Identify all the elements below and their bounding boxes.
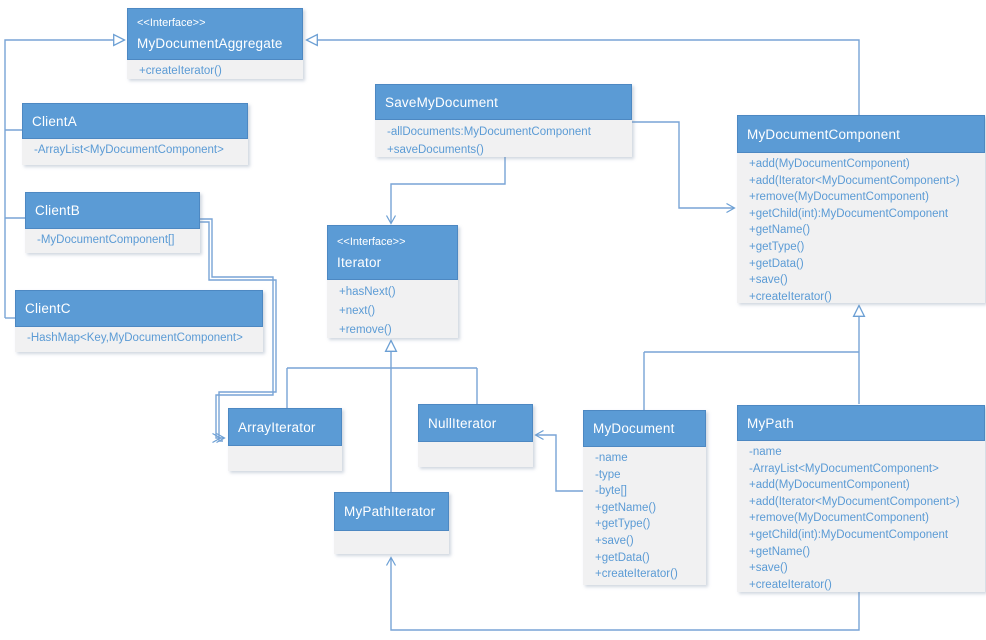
member: +getType() <box>749 240 805 253</box>
member: +createIterator() <box>749 578 832 591</box>
member: +createIterator() <box>749 290 832 303</box>
member: -MyDocumentComponent[] <box>37 234 175 246</box>
class-name: MyPathIterator <box>344 504 436 519</box>
connector-clients-to-aggregate[interactable] <box>4 40 124 319</box>
class-mypathiterator[interactable]: MyPathIterator <box>334 492 449 554</box>
class-header: ArrayIterator <box>228 408 342 446</box>
connector-savemydocument-to-iterator[interactable] <box>385 157 506 225</box>
class-members: -name -type -byte[] +getName() +getType(… <box>583 447 706 585</box>
connector-clients-to-arrayiterator[interactable] <box>200 218 277 444</box>
class-name: SaveMyDocument <box>385 94 499 110</box>
class-mydocumentcomponent[interactable]: MyDocumentComponent +add(MyDocumentCompo… <box>737 115 985 303</box>
member: +add(MyDocumentComponent) <box>749 479 910 492</box>
class-name: MyDocumentComponent <box>747 126 901 142</box>
member: -name <box>749 446 782 458</box>
member: -byte[] <box>595 485 627 498</box>
member: +getName() <box>749 545 811 558</box>
member: -type <box>595 468 621 481</box>
member: +remove(MyDocumentComponent) <box>749 512 929 525</box>
class-name: MyPath <box>747 415 794 431</box>
class-header: ClientC <box>15 290 263 327</box>
connector-component-generalization-tree[interactable] <box>643 306 859 410</box>
class-members: +hasNext() +next() +remove() <box>327 280 458 338</box>
class-name: ClientC <box>25 301 71 316</box>
class-members <box>334 531 449 554</box>
class-name: MyDocument <box>593 421 675 436</box>
class-header: MyDocument <box>583 410 706 447</box>
class-header: ClientA <box>22 103 248 139</box>
member: +remove() <box>339 324 392 336</box>
class-name: ClientA <box>32 113 77 129</box>
member: +remove(MyDocumentComponent) <box>749 191 929 204</box>
class-header: MyPathIterator <box>334 492 449 531</box>
class-header: <<Interface>> MyDocumentAggregate <box>127 8 303 60</box>
member: +getChild(int):MyDocumentComponent <box>749 528 949 541</box>
member: +getChild(int):MyDocumentComponent <box>749 207 949 220</box>
member: +hasNext() <box>339 286 396 298</box>
member: +add(MyDocumentComponent) <box>749 158 910 170</box>
class-members: -allDocuments:MyDocumentComponent +saveD… <box>375 120 632 157</box>
member: -HashMap<Key,MyDocumentComponent> <box>27 332 243 344</box>
class-name: NullIterator <box>428 415 497 431</box>
member: -ArrayList<MyDocumentComponent> <box>749 462 939 475</box>
member: +createIterator() <box>139 65 222 77</box>
member: +createIterator() <box>595 568 678 581</box>
class-nulliterator[interactable]: NullIterator <box>418 404 533 467</box>
class-members <box>418 442 533 467</box>
member: +save() <box>749 562 788 575</box>
class-clientb[interactable]: ClientB -MyDocumentComponent[] <box>25 192 200 253</box>
connector-iterator-generalization-tree[interactable] <box>286 341 478 492</box>
class-members: +createIterator() <box>127 60 303 79</box>
member: +add(Iterator<MyDocumentComponent>) <box>749 495 960 508</box>
class-mypath[interactable]: MyPath -name -ArrayList<MyDocumentCompon… <box>737 405 985 592</box>
class-clienta[interactable]: ClientA -ArrayList<MyDocumentComponent> <box>22 103 248 165</box>
class-members: -name -ArrayList<MyDocumentComponent> +a… <box>737 441 985 592</box>
class-members: -HashMap<Key,MyDocumentComponent> <box>15 327 263 352</box>
member: +getData() <box>595 551 650 564</box>
class-header: <<Interface>> Iterator <box>327 225 458 280</box>
member: +add(Iterator<MyDocumentComponent>) <box>749 174 960 187</box>
class-arrayiterator[interactable]: ArrayIterator <box>228 408 342 471</box>
class-savemydocument[interactable]: SaveMyDocument -allDocuments:MyDocumentC… <box>375 84 632 157</box>
connector-savemydocument-to-component[interactable] <box>632 121 736 214</box>
class-header: ClientB <box>25 192 200 229</box>
member: -ArrayList<MyDocumentComponent> <box>34 144 224 156</box>
member: +getData() <box>749 257 804 270</box>
class-members <box>228 446 342 471</box>
member: +getName() <box>595 501 657 514</box>
class-header: MyPath <box>737 405 985 441</box>
connector-mypath-to-mypathiterator[interactable] <box>385 556 860 631</box>
class-header: MyDocumentComponent <box>737 115 985 153</box>
class-name: Iterator <box>337 254 382 270</box>
class-members: -MyDocumentComponent[] <box>25 229 200 253</box>
member: +getType() <box>595 518 651 531</box>
member: -allDocuments:MyDocumentComponent <box>387 126 591 138</box>
class-members: +add(MyDocumentComponent) +add(Iterator<… <box>737 153 985 303</box>
member: -name <box>595 452 628 464</box>
connector-component-to-aggregate[interactable] <box>307 40 860 115</box>
member: +save() <box>749 274 788 287</box>
class-mydocument[interactable]: MyDocument -name -type -byte[] +getName(… <box>583 410 706 585</box>
member: +next() <box>339 305 376 317</box>
class-mydocumentaggregate[interactable]: <<Interface>> MyDocumentAggregate +creat… <box>127 8 303 79</box>
class-clientc[interactable]: ClientC -HashMap<Key,MyDocumentComponent… <box>15 290 263 352</box>
class-stereotype: <<Interface>> <box>337 235 406 248</box>
class-members: -ArrayList<MyDocumentComponent> <box>22 139 248 165</box>
class-name: ClientB <box>35 203 80 218</box>
class-iterator[interactable]: <<Interface>> Iterator +hasNext() +next(… <box>327 225 458 338</box>
class-header: SaveMyDocument <box>375 84 632 120</box>
class-name: ArrayIterator <box>238 419 316 435</box>
class-header: NullIterator <box>418 404 533 442</box>
member: +saveDocuments() <box>387 144 484 156</box>
class-name: MyDocumentAggregate <box>137 36 283 51</box>
member: +getName() <box>749 224 811 237</box>
class-stereotype: <<Interface>> <box>137 17 206 29</box>
connector-mydocument-to-nulliterator[interactable] <box>534 429 583 492</box>
member: +save() <box>595 534 634 547</box>
